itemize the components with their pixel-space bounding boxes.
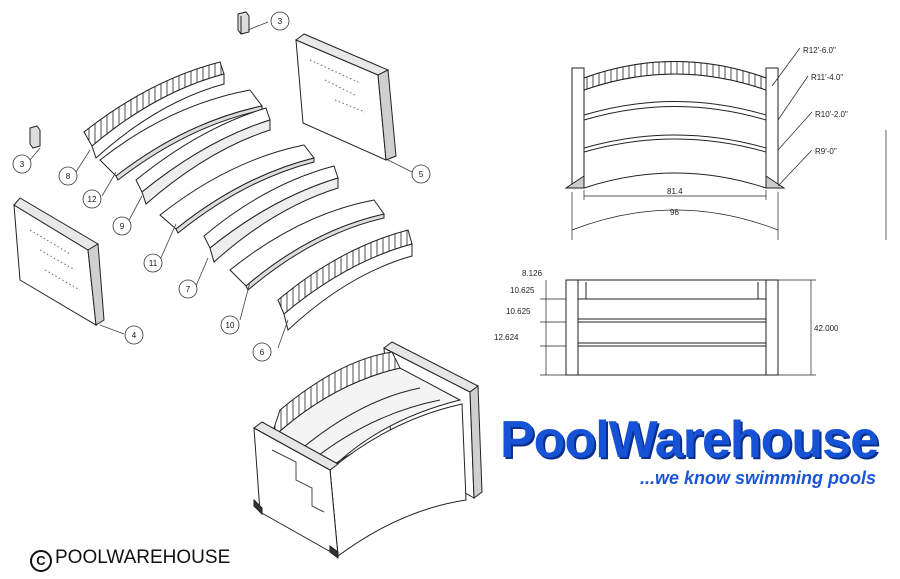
height-label-1: 8.126: [522, 269, 543, 278]
svg-text:3: 3: [278, 17, 283, 26]
part-6-bottom-riser: [277, 229, 413, 331]
callout-4: 4: [124, 325, 144, 345]
svg-text:8: 8: [66, 172, 71, 181]
radius-label-1: R12'-6.0": [803, 46, 836, 55]
svg-text:5: 5: [419, 170, 424, 179]
callout-9: 9: [112, 216, 132, 236]
radius-label-4: R9'-0": [815, 147, 837, 156]
part-4-side-panel: [13, 197, 105, 326]
callout-leaders: [29, 21, 413, 349]
height-label-4: 12.624: [494, 333, 519, 342]
callout-11: 11: [143, 253, 163, 273]
svg-text:9: 9: [120, 222, 125, 231]
assembled-steps-view: [253, 341, 483, 559]
part-8-top-riser: [83, 61, 225, 159]
callout-6: 6: [252, 342, 272, 362]
side-view-labels: 8.126 10.625 10.625 12.624 42.000: [494, 269, 839, 342]
width-outer-label: 96: [670, 208, 679, 217]
radius-label-2: R11'-4.0": [811, 73, 843, 82]
part-10-tread: [229, 199, 385, 291]
part-7-riser: [203, 165, 339, 263]
callout-7: 7: [178, 279, 198, 299]
svg-text:11: 11: [149, 259, 158, 268]
copyright-text: POOLWAREHOUSE: [55, 547, 231, 568]
copyright-icon: C: [30, 550, 52, 572]
callout-12: 12: [82, 189, 102, 209]
width-inner-label: 81.4: [667, 187, 683, 196]
logo-wordmark: PoolWarehouse: [500, 411, 879, 469]
svg-text:12: 12: [88, 195, 97, 204]
total-height-label: 42.000: [814, 324, 839, 333]
part-3-bracket-top: [237, 11, 250, 35]
part-9-riser: [135, 107, 271, 205]
side-view-drawing: [540, 279, 816, 376]
callout-3-top: 3: [270, 11, 290, 31]
front-view-labels: R12'-6.0" R11'-4.0" R10'-2.0" R9'-0" 81.…: [667, 46, 848, 217]
part-5-side-panel: [295, 33, 397, 161]
part-3-bracket-left: [29, 125, 41, 149]
svg-text:10: 10: [226, 321, 235, 330]
callout-8: 8: [58, 166, 78, 186]
svg-text:3: 3: [20, 160, 25, 169]
poolwarehouse-logo: PoolWarehouse ...we know swimming pools: [500, 410, 900, 500]
logo-tagline: ...we know swimming pools: [640, 468, 877, 488]
svg-text:4: 4: [132, 331, 137, 340]
front-view-drawing: [564, 47, 887, 240]
callout-10: 10: [220, 315, 240, 335]
exploded-view: [13, 11, 413, 349]
svg-text:6: 6: [260, 348, 265, 357]
callout-5: 5: [411, 164, 431, 184]
part-11-tread: [159, 144, 315, 234]
callout-3-left: 3: [12, 154, 32, 174]
svg-text:7: 7: [186, 285, 191, 294]
callout-markers: 3 3 4 5 6 7 8 9: [12, 11, 431, 362]
height-label-2: 10.625: [510, 286, 535, 295]
height-label-3: 10.625: [506, 307, 531, 316]
radius-label-3: R10'-2.0": [815, 110, 848, 119]
